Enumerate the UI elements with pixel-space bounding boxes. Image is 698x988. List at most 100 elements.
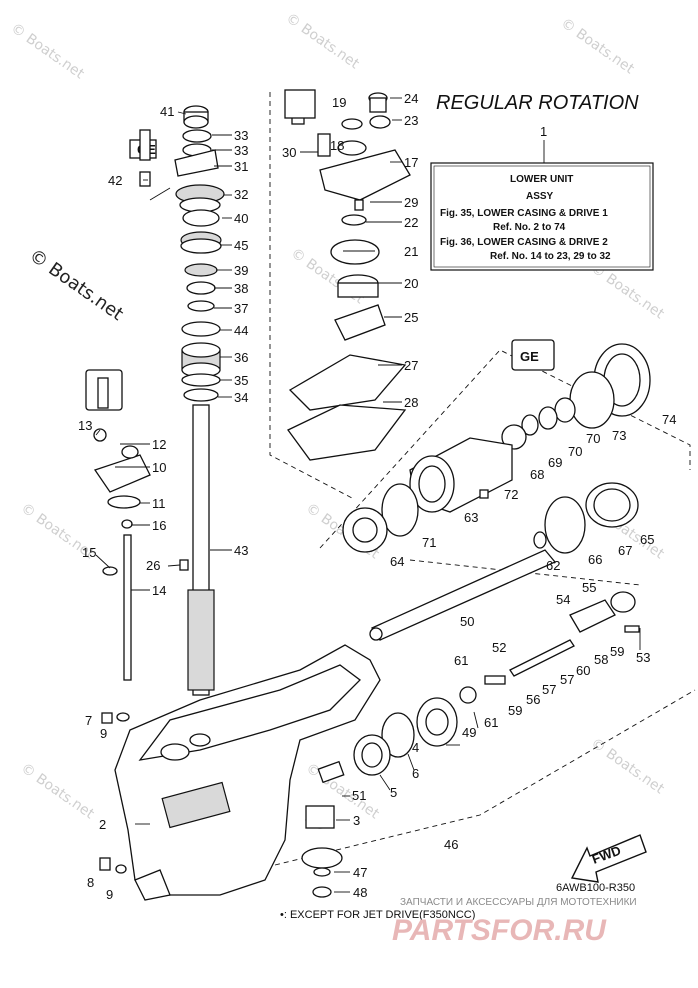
- callout-number: 70: [568, 444, 582, 459]
- callout-number: 65: [640, 532, 654, 547]
- callout-number: 54: [556, 592, 570, 607]
- callout-number: 2: [99, 817, 106, 832]
- callout-number: 15: [82, 545, 96, 560]
- callout-number: 60: [576, 663, 590, 678]
- callout-number: 57: [560, 672, 574, 687]
- callout-number: 20: [404, 276, 418, 291]
- gear-bearing-assembly: [99, 686, 477, 898]
- callout-number: 61: [484, 715, 498, 730]
- callout-number: 6: [412, 766, 419, 781]
- callout-number: 7: [85, 713, 92, 728]
- propshaft-housing-assembly: GE: [342, 339, 651, 554]
- callout-number: 33: [234, 143, 248, 158]
- callout-number: 11: [152, 496, 166, 511]
- assembly-line: ASSY: [526, 191, 554, 202]
- callout-number: 73: [612, 428, 626, 443]
- callout-number: 22: [404, 215, 418, 230]
- callout-number: 14: [152, 583, 166, 598]
- callout-number: 27: [404, 358, 418, 373]
- callout-number: 44: [234, 323, 248, 338]
- callout-number: 70: [586, 431, 600, 446]
- callout-number: 56: [526, 692, 540, 707]
- callout-number: 24: [404, 91, 418, 106]
- watermark: © Boats.net: [558, 15, 638, 77]
- callout-number: 52: [492, 640, 506, 655]
- assembly-line: Ref. No. 14 to 23, 29 to 32: [490, 251, 611, 262]
- callout-number: 31: [234, 159, 248, 174]
- svg-text:GE: GE: [520, 349, 539, 364]
- water-pump-assembly: [284, 89, 411, 461]
- callout-number: 63: [464, 510, 478, 525]
- shift-rod-assembly: [85, 369, 189, 681]
- callout-number: 47: [353, 865, 367, 880]
- callout-number: 68: [530, 467, 544, 482]
- diagram-title: REGULAR ROTATION: [436, 92, 639, 114]
- watermark: © Boats.net: [283, 10, 363, 72]
- assembly-line: Fig. 36, LOWER CASING & DRIVE 2: [440, 237, 608, 248]
- callout-number: 61: [454, 653, 468, 668]
- callout-number: 69: [548, 455, 562, 470]
- watermark: © Boats.net: [8, 20, 88, 82]
- side-watermark: © Boats.net: [25, 245, 127, 325]
- callout-number: 64: [390, 554, 404, 569]
- callout-number: 28: [404, 395, 418, 410]
- callout-number: 21: [404, 244, 418, 259]
- callout-number: 12: [152, 437, 166, 452]
- callout-number: 30: [282, 145, 296, 160]
- assembly-box: 1 LOWER UNIT ASSY Fig. 35, LOWER CASING …: [430, 124, 654, 271]
- callout-number: 49: [462, 725, 476, 740]
- callout-number: 40: [234, 211, 248, 226]
- leader-lines: [95, 97, 641, 893]
- callout-number: 51: [352, 788, 366, 803]
- propeller-shaft: [369, 549, 557, 641]
- callout-number: 10: [152, 460, 166, 475]
- callout-number: 72: [504, 487, 518, 502]
- assembly-line: Ref. No. 2 to 74: [493, 222, 566, 233]
- callout-number: 36: [234, 350, 248, 365]
- callout-number: 46: [444, 837, 458, 852]
- callout-number: 74: [662, 412, 676, 427]
- callout-number: 42: [108, 173, 122, 188]
- callout-number: 37: [234, 301, 248, 316]
- callout-number: 50: [460, 614, 474, 629]
- callout-number: 32: [234, 187, 248, 202]
- assembly-line: LOWER UNIT: [510, 174, 573, 185]
- callout-number: 62: [546, 558, 560, 573]
- callout-number: 57: [542, 682, 556, 697]
- assembly-ref-number: 1: [540, 124, 547, 139]
- clutch-assembly: [484, 591, 640, 685]
- callout-number: 8: [87, 875, 94, 890]
- callout-number: 34: [234, 390, 248, 405]
- watermark: © Boats.net: [18, 760, 98, 822]
- dealer-brand: PARTSFOR.RU: [392, 914, 607, 947]
- callout-number: 4: [412, 740, 419, 755]
- callout-number: 13: [78, 418, 92, 433]
- callout-number: 41: [160, 104, 174, 119]
- callout-number: 23: [404, 113, 418, 128]
- callout-number: 25: [404, 310, 418, 325]
- callout-number: 59: [610, 644, 624, 659]
- callout-number: 9: [106, 887, 113, 902]
- callout-number: 5: [390, 785, 397, 800]
- callout-number: 16: [152, 518, 166, 533]
- callout-number: 38: [234, 281, 248, 296]
- callout-number: 55: [582, 580, 596, 595]
- watermark: © Boats.net: [588, 735, 668, 797]
- callout-number: 48: [353, 885, 367, 900]
- callout-number: 45: [234, 238, 248, 253]
- callout-numbers: 41 33 33 31 42 32 40 45 39 38 37 44 36 3…: [78, 91, 676, 902]
- callout-number: 18: [330, 138, 344, 153]
- callout-number: 33: [234, 128, 248, 143]
- callout-number: 26: [146, 558, 160, 573]
- driveshaft-stack: GE: [129, 105, 225, 696]
- callout-number: 53: [636, 650, 650, 665]
- callout-number: 59: [508, 703, 522, 718]
- callout-number: 3: [353, 813, 360, 828]
- callout-number: 43: [234, 543, 248, 558]
- callout-number: 39: [234, 263, 248, 278]
- callout-number: 29: [404, 195, 418, 210]
- dealer-text: ЗАПЧАСТИ И АКСЕССУАРЫ ДЛЯ МОТОТЕХНИКИ: [400, 897, 637, 908]
- footnote: •: EXCEPT FOR JET DRIVE(F350NCC): [280, 909, 475, 921]
- assembly-line: Fig. 35, LOWER CASING & DRIVE 1: [440, 208, 608, 219]
